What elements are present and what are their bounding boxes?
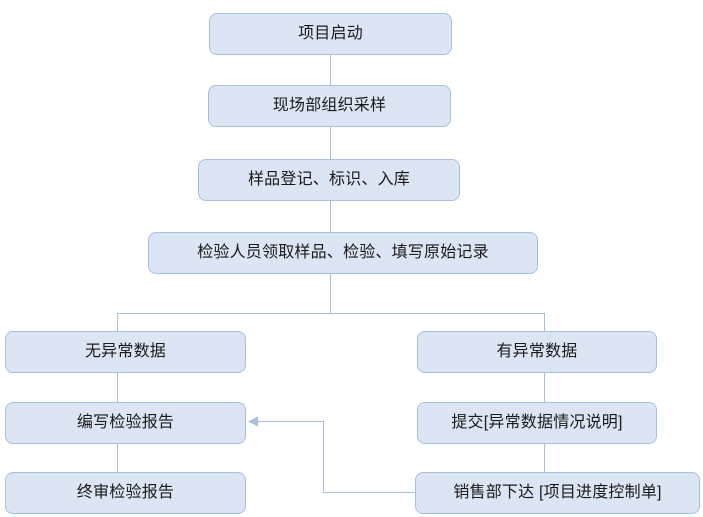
node-label: 销售部下达 [项目进度控制单]	[453, 484, 662, 502]
arrowhead-icon	[248, 416, 258, 427]
node-label: 有异常数据	[496, 343, 578, 361]
connector-sales-order-to-write-report	[250, 420, 415, 494]
node-write-report[interactable]: 编写检验报告	[5, 402, 246, 444]
node-start[interactable]: 项目启动	[209, 13, 452, 55]
node-submit-note[interactable]: 提交[异常数据情况说明]	[417, 402, 657, 444]
node-sampling[interactable]: 现场部组织采样	[208, 85, 451, 127]
node-label: 终审检验报告	[76, 484, 175, 502]
node-final-report[interactable]: 终审检验报告	[5, 472, 246, 514]
node-inspect[interactable]: 检验人员领取样品、检验、填写原始记录	[148, 232, 538, 274]
node-has-anomaly[interactable]: 有异常数据	[417, 331, 657, 373]
node-label: 检验人员领取样品、检验、填写原始记录	[197, 244, 489, 262]
node-label: 现场部组织采样	[272, 97, 387, 115]
node-label: 提交[异常数据情况说明]	[451, 414, 623, 432]
node-no-anomaly[interactable]: 无异常数据	[5, 331, 246, 373]
node-label: 无异常数据	[84, 343, 166, 361]
node-label: 项目启动	[298, 25, 363, 43]
node-register[interactable]: 样品登记、标识、入库	[198, 159, 460, 201]
node-label: 样品登记、标识、入库	[247, 171, 410, 189]
node-label: 编写检验报告	[76, 414, 175, 432]
node-sales-order[interactable]: 销售部下达 [项目进度控制单]	[415, 472, 700, 514]
